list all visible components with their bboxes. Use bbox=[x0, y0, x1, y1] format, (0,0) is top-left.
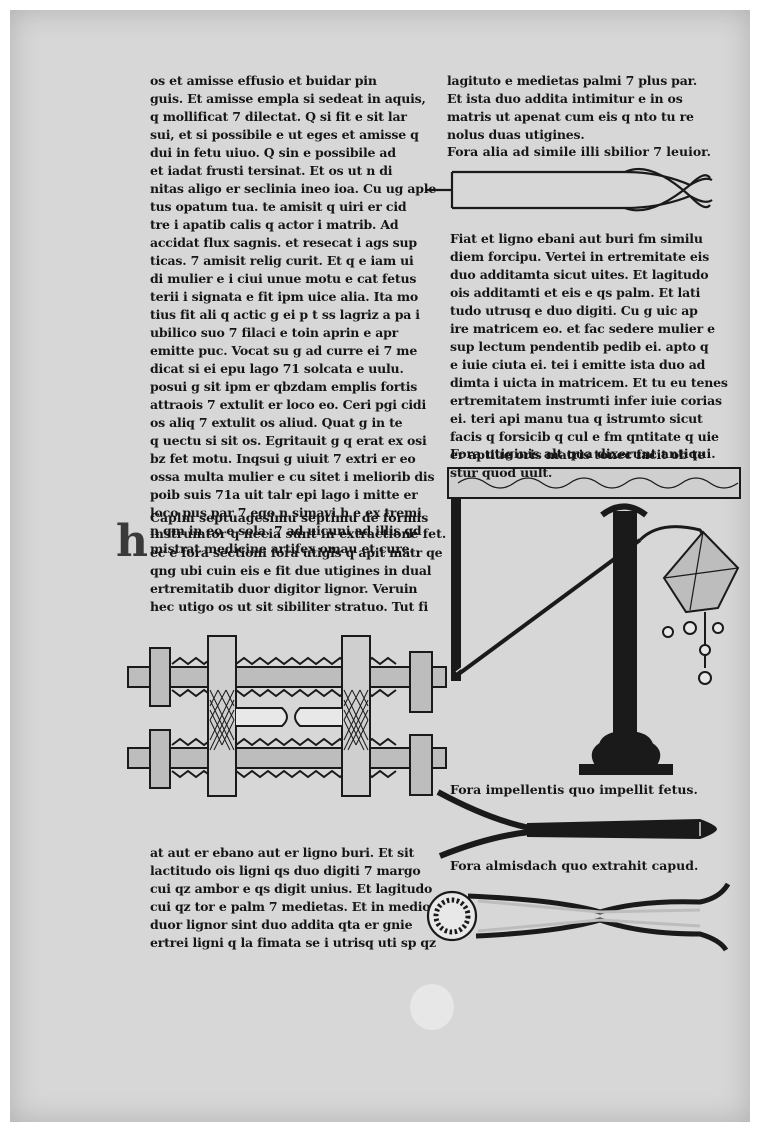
text-line: sui, et si possibile e ut eges et amisse… bbox=[150, 127, 419, 142]
text-line: lagituto e medietas palmi 7 plus par. bbox=[447, 73, 698, 88]
text-line: q uectu si sit os. Egritauit g q erat ex… bbox=[150, 433, 427, 448]
impeller-illustration bbox=[436, 789, 718, 859]
text-line: n qm in eo e sola. 7 ad uicuni ad illis … bbox=[150, 523, 422, 538]
text-line: di mulier e i ciui unue motu e cat fetus bbox=[150, 271, 417, 286]
right-column-middle: Fiat et ligno ebani aut buri fm similu di… bbox=[450, 230, 740, 482]
library-stamp bbox=[410, 984, 454, 1030]
text-line: emitte puc. Vocat su g ad curre ei 7 me bbox=[150, 343, 418, 358]
text-line: stur quod uult. bbox=[450, 465, 553, 480]
text-line: ois additamti et eis e qs palm. Et lati bbox=[450, 285, 701, 300]
caption-forceps: Fora alia ad simile illi sbilior 7 leuio… bbox=[447, 144, 711, 159]
left-column-bottom: at aut er ebano aut er ligno buri. Et si… bbox=[150, 844, 436, 952]
text-line: ire matricem eo. et fac sedere mulier e bbox=[450, 321, 715, 336]
text-line: q mollificat 7 dilectat. Q si fit e sit … bbox=[150, 109, 407, 124]
almisdach-illustration bbox=[426, 882, 731, 952]
text-line: matris ut apenat cum eis q nto tu re bbox=[447, 109, 694, 124]
forceps-illustration bbox=[425, 167, 713, 212]
text-line: tre i apatib calis q actor i matrib. Ad bbox=[150, 217, 399, 232]
text-line: at aut er ebano aut er ligno buri. Et si… bbox=[150, 845, 415, 860]
text-line: ec e fora sectioni fora utigis q apit ma… bbox=[150, 545, 443, 560]
caption-almisdach: Fora almisdach quo extrahit capud. bbox=[450, 858, 699, 873]
text-line: lactitudo ois ligni qs duo digiti 7 marg… bbox=[150, 863, 421, 878]
caption-frame-instrument: Fora utiginis alt qua dixerunt antiqui. bbox=[450, 446, 716, 461]
caption-impeller: Fora impellentis quo impellit fetus. bbox=[450, 782, 698, 797]
text-line: Et ista duo addita intimitur e in os bbox=[447, 91, 683, 106]
text-line: accidat flux sagnis. et resecat i ags su… bbox=[150, 235, 417, 250]
text-line: sup lectum pendentib pedib ei. apto q bbox=[450, 339, 709, 354]
text-line: ossa multa mulier e cu sitet i meliorib … bbox=[150, 469, 435, 484]
text-line: facis q forsicib q cul e fm qntitate q u… bbox=[450, 429, 719, 444]
text-line: dicat si ei epu lago 71 solcata e uulu. bbox=[150, 361, 404, 376]
text-line: tudo utrusq e duo digiti. Cu g uic ap bbox=[450, 303, 698, 318]
text-line: ticas. 7 amisit relig curit. Et q e iam … bbox=[150, 253, 414, 268]
text-line: tus opatum tua. te amisit q uiri er cid bbox=[150, 199, 407, 214]
chapter-rubric: Caplm septuagesimu septimu de formis bbox=[150, 510, 429, 525]
text-line: et iadat frusti tersinat. Et os ut n di bbox=[150, 163, 393, 178]
text-line: dimta i uicta in matricem. Et tu eu tene… bbox=[450, 375, 728, 390]
text-line: os aliq 7 extulit os aliud. Quat g in te bbox=[150, 415, 403, 430]
right-column-top: lagituto e medietas palmi 7 plus par. Et … bbox=[447, 72, 732, 144]
text-line: loco pus par 7 ego n simavi h e ex tremi bbox=[150, 505, 422, 520]
text-line: guis. Et amisse empla si sedeat in aquis… bbox=[150, 91, 426, 106]
text-line: terii i signata e fit ipm uice alia. Ita… bbox=[150, 289, 419, 304]
text-line: er aptiue oris matris tonec facit ob te bbox=[450, 447, 705, 462]
text-line: dui in fetu uiuo. Q sin e possibile ad bbox=[150, 145, 396, 160]
text-line: os et amisse effusio et buidar pin bbox=[150, 73, 377, 88]
text-line: ertremitatib duor digitor lignor. Veruin bbox=[150, 581, 418, 596]
rubric-continuation: instrumtor q necia sunt in extractione f… bbox=[150, 526, 447, 541]
text-line: cui qz ambor e qs digit unius. Et lagitu… bbox=[150, 881, 433, 896]
text-line: bz fet motu. Inqsui g uiuit 7 extri er e… bbox=[150, 451, 416, 466]
text-line: tius fit ali q actic g ei p t ss lagriz … bbox=[150, 307, 420, 322]
text-line: posui g sit ipm er qbzdam emplis fortis bbox=[150, 379, 418, 394]
screw-press-illustration bbox=[127, 635, 447, 797]
text-line: duo additamta sicut uites. Et lagitudo bbox=[450, 267, 709, 282]
left-column-top: os et amisse effusio et buidar pin guis. … bbox=[150, 72, 437, 558]
text-line: ubilico suo 7 filaci e toin aprin e apr bbox=[150, 325, 399, 340]
text-line: poib suis 71a uit talr epi lago i mitte … bbox=[150, 487, 418, 502]
text-line: nitas aligo er seclinia ineo ioa. Cu ug … bbox=[150, 181, 437, 196]
text-line: ei. teri api manu tua q istrumto sicut bbox=[450, 411, 703, 426]
left-column-after-initial: ec e fora sectioni fora utigis q apit ma… bbox=[150, 544, 443, 616]
text-line: attraois 7 extulit er loco eo. Ceri pgi … bbox=[150, 397, 427, 412]
text-line: diem forcipu. Vertei in ertremitate eis bbox=[450, 249, 710, 264]
text-line: qng ubi cuin eis e fit due utigines in d… bbox=[150, 563, 432, 578]
text-line: e iuie ciuta ei. tei i emitte ista duo a… bbox=[450, 357, 706, 372]
text-line: Fiat et ligno ebani aut buri fm similu bbox=[450, 231, 703, 246]
decorated-initial-letter: h bbox=[116, 516, 148, 567]
text-line: ertrei ligni q la fimata se i utrisq uti… bbox=[150, 935, 436, 950]
text-line: cui qz tor e palm 7 medietas. Et in medi… bbox=[150, 899, 431, 914]
text-line: nolus duas utigines. bbox=[447, 127, 585, 142]
text-line: duor lignor sint duo addita qta er gnie bbox=[150, 917, 413, 932]
text-line: hec utigo os ut sit sibiliter stratuo. T… bbox=[150, 599, 429, 614]
text-line: ertremitatem instrumti infer iuie corias bbox=[450, 393, 722, 408]
text-line: mistrat medicine artifex omau et cure. bbox=[150, 541, 414, 556]
frame-instrument-illustration bbox=[447, 467, 741, 775]
